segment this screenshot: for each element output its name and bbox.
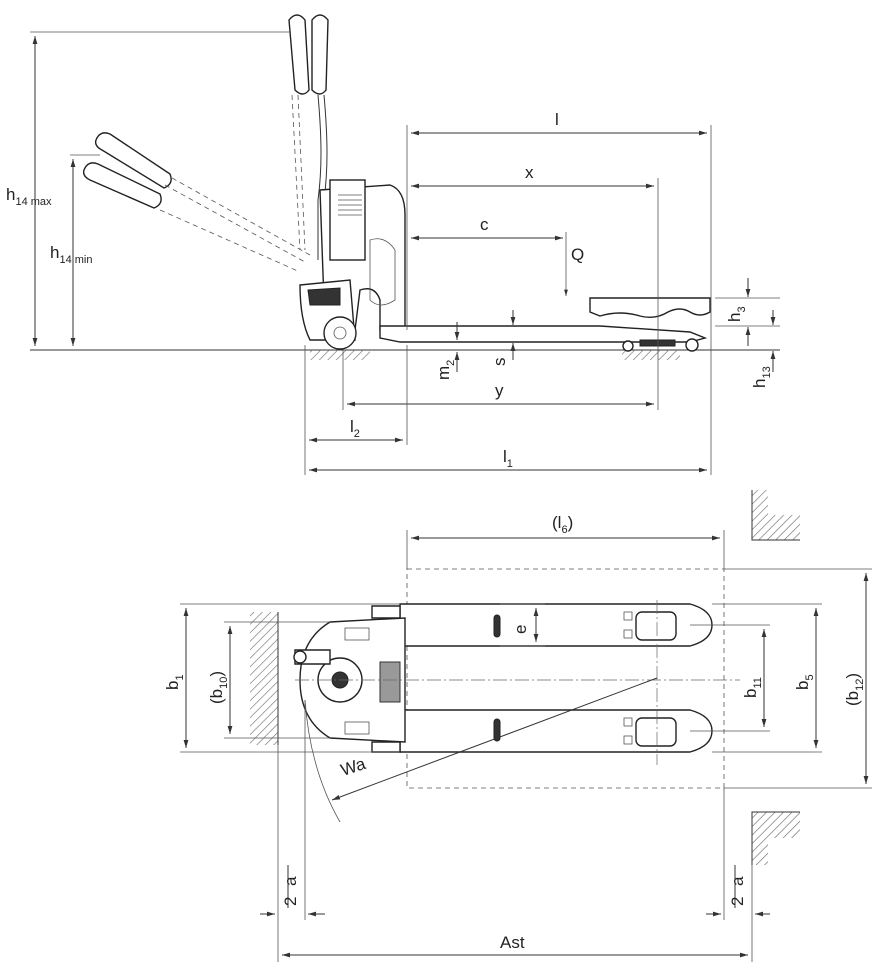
svg-text:a: a <box>281 876 300 886</box>
aisle-corner-top-right <box>751 490 800 541</box>
aisle-wall-left <box>250 612 279 745</box>
label-b5: b5 <box>793 674 816 690</box>
label-c: c <box>480 215 489 234</box>
dimension-lines-top <box>180 530 872 962</box>
tiller-handle-tilted <box>82 132 311 273</box>
label-h14min: h14 min <box>50 243 93 266</box>
label-b1: b1 <box>163 674 186 690</box>
label-l6: (l6) <box>552 513 573 536</box>
label-x: x <box>525 163 534 182</box>
label-a2-left: a 2 <box>281 865 300 908</box>
svg-text:2: 2 <box>728 897 747 906</box>
label-h3: h3 <box>725 306 748 322</box>
label-y: y <box>495 381 504 400</box>
label-Wa: Wa <box>338 754 368 780</box>
label-l1: l1 <box>503 447 513 470</box>
forks-top <box>399 603 713 753</box>
label-h13: h13 <box>750 366 773 388</box>
label-Ast: Ast <box>500 933 525 952</box>
label-a2-right: a 2 <box>728 865 747 908</box>
label-m2: m2 <box>434 360 457 380</box>
turning-radius <box>304 677 658 823</box>
top-view: (l6) e b1 (b10) b11 b5 (b12) Wa a 2 a 2 … <box>163 490 872 962</box>
side-view: h14 max h14 min l x c Q h3 h13 m2 s y l2… <box>6 14 780 475</box>
label-l: l <box>555 110 559 129</box>
svg-text:a: a <box>728 876 747 886</box>
dimension-lines-side <box>30 31 780 475</box>
label-b10: (b10) <box>207 671 230 704</box>
label-h14max: h14 max <box>6 185 52 208</box>
label-s: s <box>490 358 509 367</box>
pallet-outline <box>589 297 711 319</box>
label-Q: Q <box>571 245 584 264</box>
label-l2: l2 <box>350 417 360 440</box>
truck-body <box>299 179 406 350</box>
label-b11: b11 <box>741 677 764 698</box>
tiller-handle-upright <box>288 14 329 260</box>
label-b12: (b12) <box>843 673 866 706</box>
truck-chassis-top <box>293 605 406 753</box>
fork-side <box>379 325 708 352</box>
svg-text:2: 2 <box>281 897 300 906</box>
aisle-corner-bottom-right <box>751 811 800 865</box>
ground-hatch-right <box>622 350 680 360</box>
label-e: e <box>511 625 530 634</box>
pallet-outline-top <box>406 568 725 789</box>
ground-hatch-left <box>310 350 370 360</box>
